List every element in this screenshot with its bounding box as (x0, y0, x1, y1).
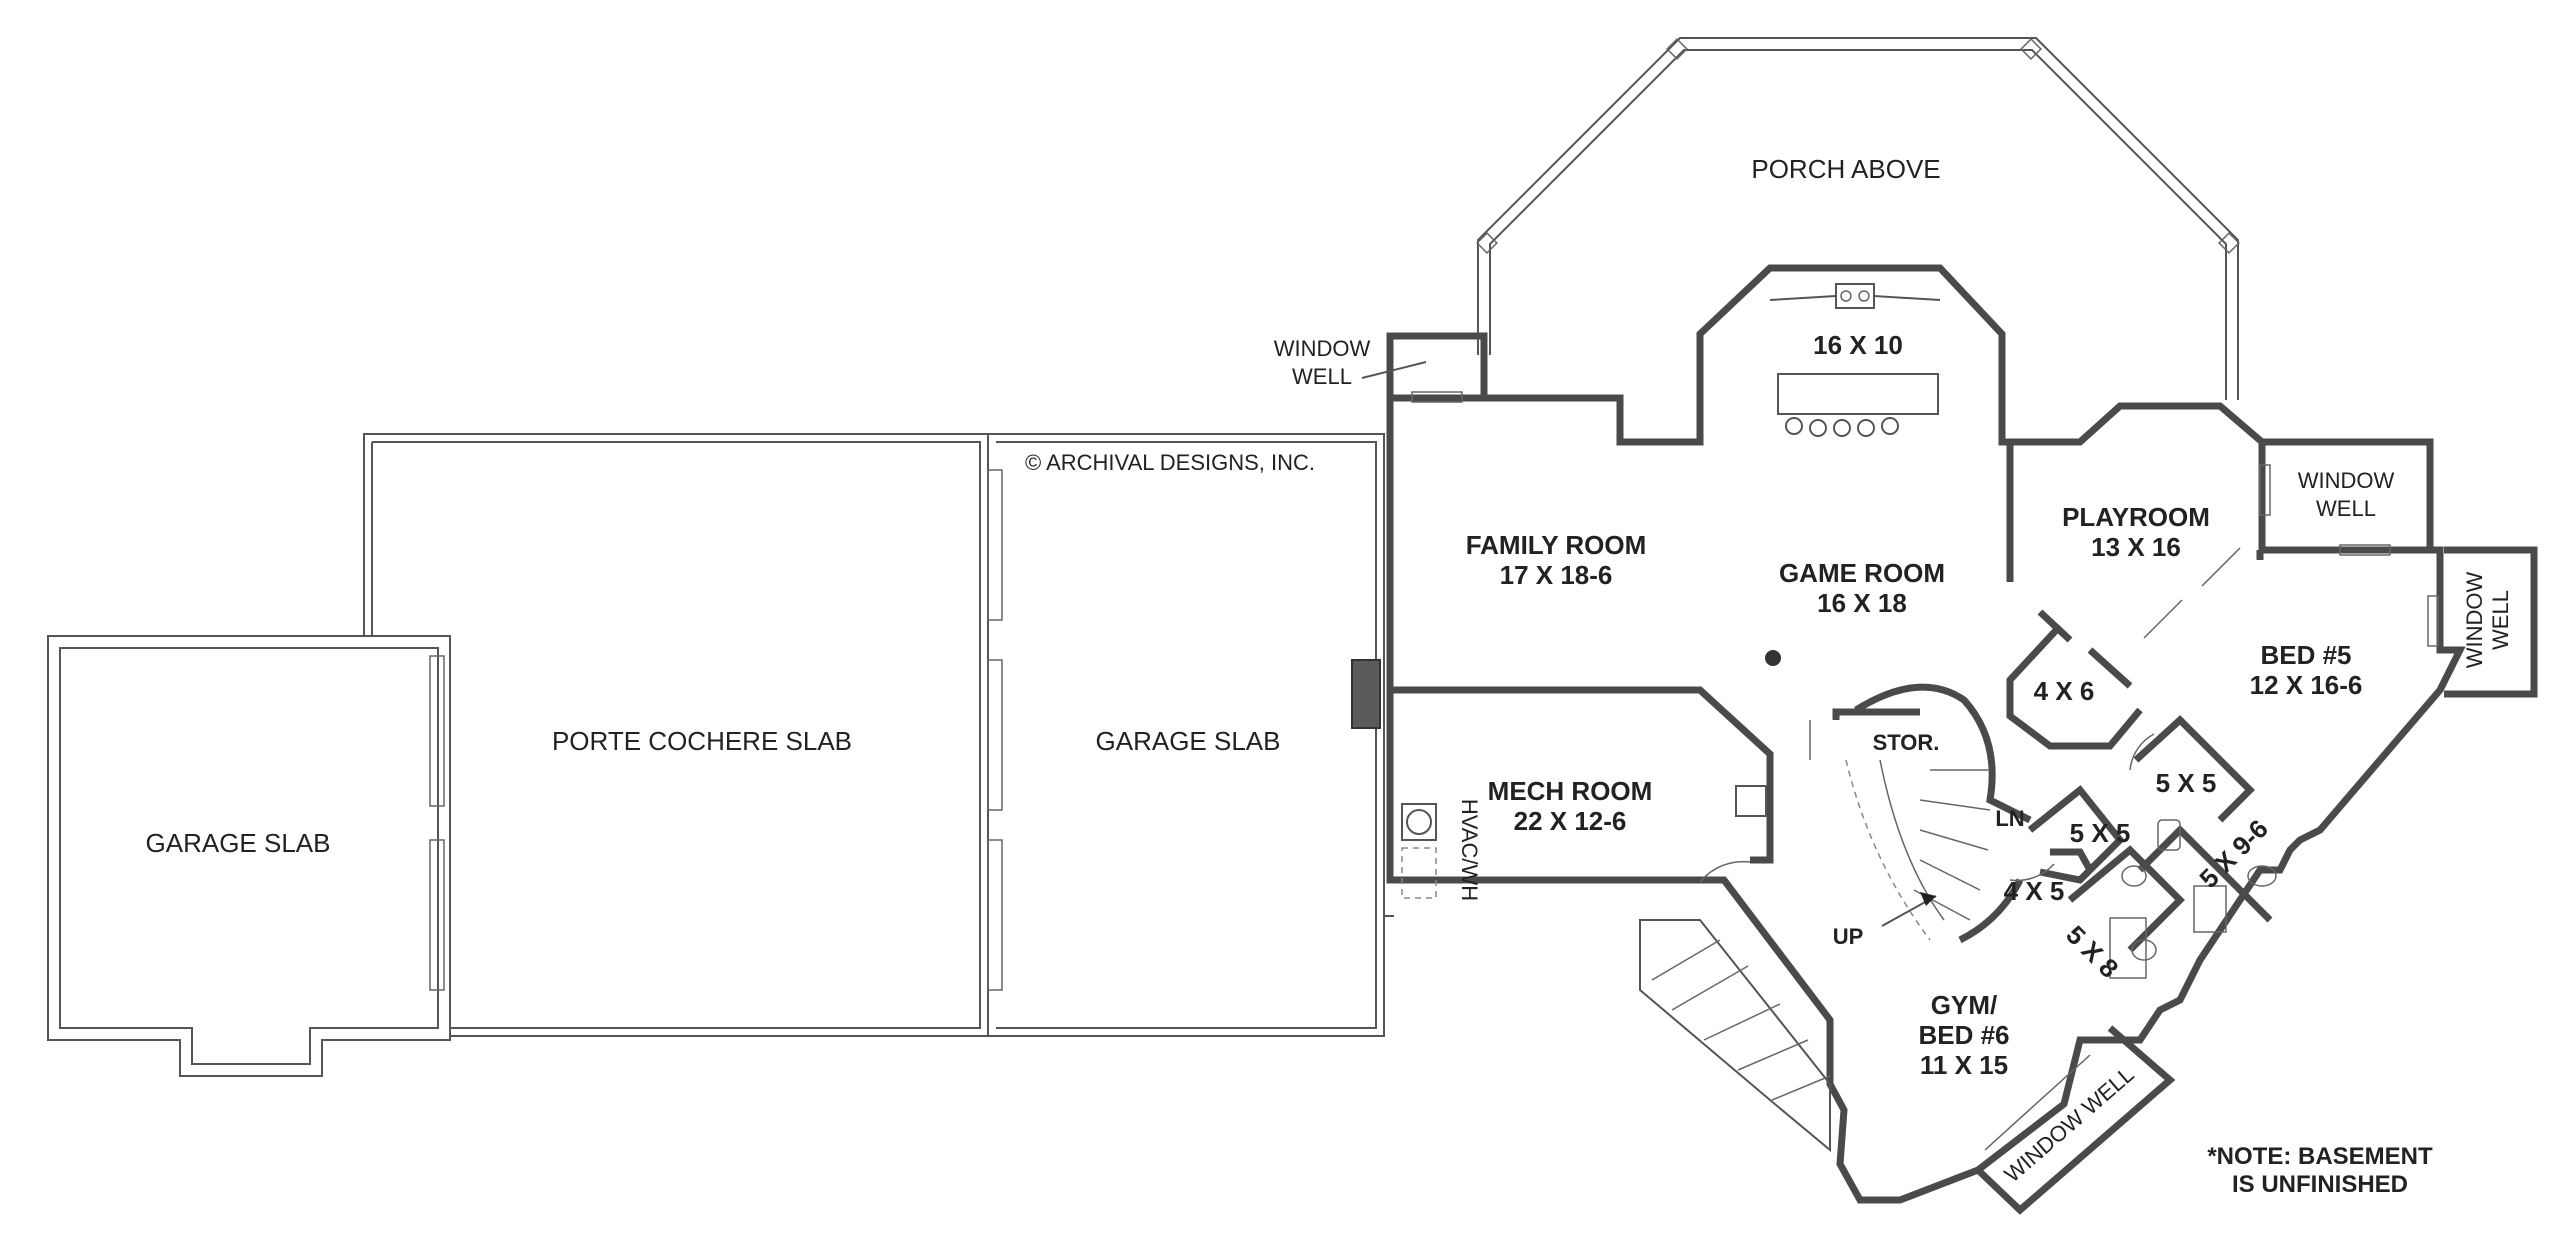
mech-room-size: 22 X 12-6 (1514, 806, 1627, 836)
exterior-stairs (1639, 919, 1831, 1153)
window-well-bottom (1975, 1025, 2176, 1215)
copyright-label: © ARCHIVAL DESIGNS, INC. (1025, 450, 1315, 475)
garage-slab-left-label: GARAGE SLAB (146, 828, 331, 858)
porch-above-label: PORCH ABOVE (1751, 154, 1940, 184)
bath-5x8-label: 5 X 8 (2060, 920, 2124, 984)
window-well-right (2259, 438, 2434, 556)
bath-5x5-a-label: 5 X 5 (2156, 768, 2217, 798)
ln-label: LN (1995, 806, 2024, 831)
hvac-label: HVAC/WH (1457, 799, 1482, 901)
gym-size: 11 X 15 (1920, 1050, 2008, 1080)
basement-walls (1351, 264, 2466, 1204)
window-well-top-label-2: WELL (1292, 364, 1352, 389)
porte-cochere-label: PORTE COCHERE SLAB (552, 726, 852, 756)
gym-label-2: BED #6 (1918, 1020, 2009, 1050)
playroom-label: PLAYROOM (2062, 502, 2210, 532)
window-well-far-right (2427, 546, 2538, 698)
window-well-far-right-label-1: WINDOW (2462, 572, 2487, 669)
stor-label: STOR. (1873, 730, 1940, 755)
game-room-label: GAME ROOM (1779, 558, 1945, 588)
bed5-label: BED #5 (2260, 640, 2351, 670)
game-room-size: 16 X 18 (1817, 588, 1907, 618)
doors (1699, 547, 2241, 883)
window-well-top (1361, 332, 1488, 403)
family-room-label: FAMILY ROOM (1466, 530, 1647, 560)
note-line-2: IS UNFINISHED (2232, 1171, 2408, 1198)
bed5-size: 12 X 16-6 (2250, 670, 2363, 700)
window-well-right-label-2: WELL (2316, 496, 2376, 521)
gym-label-1: GYM/ (1931, 990, 1997, 1020)
closet-4x5-label: 4 X 5 (2004, 876, 2065, 906)
garage-slab-mid-label: GARAGE SLAB (1096, 726, 1281, 756)
bath-5x5-b-label: 5 X 5 (2070, 818, 2131, 848)
bath-fixtures (2109, 819, 2277, 979)
column (1765, 650, 1781, 666)
up-label: UP (1833, 924, 1864, 949)
mech-room-label: MECH ROOM (1488, 776, 1653, 806)
bar-size-label: 16 X 10 (1813, 330, 1903, 360)
window-well-right-label-1: WINDOW (2298, 468, 2395, 493)
family-room-size: 17 X 18-6 (1500, 560, 1613, 590)
middle-garage-slab (987, 433, 1394, 1037)
spiral-stair (1845, 759, 1991, 941)
bar (1769, 283, 1941, 437)
porch-above (1476, 37, 2240, 400)
note-line-1: *NOTE: BASEMENT (2207, 1143, 2433, 1170)
closet-4x6-label: 4 X 6 (2034, 676, 2095, 706)
window-well-far-right-label-2: WELL (2488, 590, 2513, 650)
playroom-size: 13 X 16 (2091, 532, 2181, 562)
mech-equipment (1401, 785, 1767, 899)
window-well-top-label-1: WINDOW (1274, 336, 1371, 361)
